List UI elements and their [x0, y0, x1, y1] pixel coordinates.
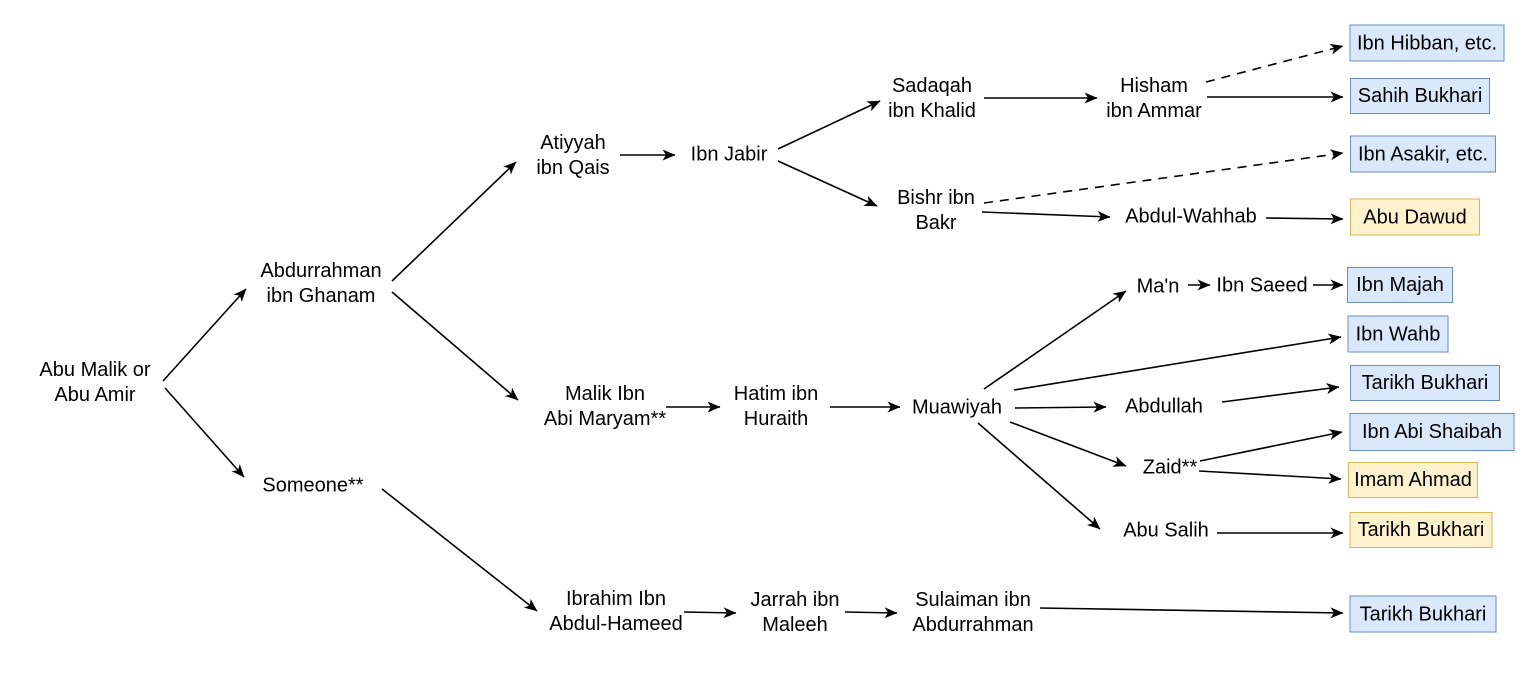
edge-someone-to-ibrahim — [381, 488, 538, 612]
node-ibn-asakir: Ibn Asakir, etc. — [1350, 135, 1496, 173]
edge-hisham-to-ibn-hibban — [1205, 43, 1344, 83]
node-zaid: Zaid** — [1142, 456, 1198, 479]
node-abdullah: Abdullah — [1125, 395, 1203, 418]
edge-ibn-jabir-to-sadaqah — [777, 100, 881, 150]
edge-muawiyah-to-man — [983, 290, 1127, 390]
edge-jarrah-to-sulaiman — [844, 607, 898, 619]
node-ibn-wahb: Ibn Wahb — [1347, 315, 1449, 353]
node-bishr: Bishr ibn Bakr — [897, 187, 975, 234]
node-hisham: Hisham ibn Ammar — [1106, 75, 1202, 122]
node-abdurrahman: Abdurrahman ibn Ghanam — [260, 260, 382, 307]
edge-zaid-to-ibn-abi-shaibah — [1199, 429, 1343, 462]
node-abu-dawud: Abu Dawud — [1350, 198, 1480, 236]
edge-abdurrahman-to-atiyyah — [391, 161, 517, 282]
node-someone: Someone** — [262, 474, 364, 497]
node-abu-malik: Abu Malik or Abu Amir — [39, 359, 151, 406]
node-man: Ma'n — [1136, 275, 1180, 298]
node-malik: Malik Ibn Abi Maryam** — [543, 383, 667, 430]
node-ibrahim: Ibrahim Ibn Abdul-Hameed — [549, 588, 683, 635]
edge-bishr-to-ibn-asakir — [983, 149, 1344, 204]
edge-muawiyah-to-abu-salih — [977, 422, 1101, 530]
node-imam-ahmad: Imam Ahmad — [1348, 462, 1478, 498]
edge-abu-malik-to-abdurrahman — [162, 288, 247, 382]
node-muawiyah: Muawiyah — [911, 396, 1003, 419]
edge-muawiyah-to-abdullah — [1014, 401, 1107, 413]
node-atiyyah: Atiyyah ibn Qais — [536, 132, 610, 179]
node-ibn-majah: Ibn Majah — [1347, 267, 1453, 303]
edge-zaid-to-imam-ahmad — [1198, 470, 1342, 484]
node-tarikh-bukhari-2: Tarikh Bukhari — [1349, 512, 1493, 548]
node-ibn-abi-shaibah: Ibn Abi Shaibah — [1349, 413, 1515, 451]
node-jarrah: Jarrah ibn Maleeh — [750, 589, 840, 636]
node-abdul-wahhab: Abdul-Wahhab — [1125, 205, 1257, 228]
edge-abdul-wahhab-to-abu-dawud — [1265, 213, 1344, 225]
node-tarikh-bukhari-1: Tarikh Bukhari — [1350, 365, 1500, 401]
node-ibn-jabir: Ibn Jabir — [690, 143, 768, 166]
node-hatim: Hatim ibn Huraith — [733, 383, 819, 430]
edge-sulaiman-to-tarikh-bukhari-3 — [1039, 607, 1344, 619]
edge-abdurrahman-to-malik — [391, 291, 519, 401]
node-sahih-bukhari: Sahih Bukhari — [1350, 78, 1490, 114]
node-abu-salih: Abu Salih — [1123, 519, 1209, 542]
node-sulaiman: Sulaiman ibn Abdurrahman — [912, 589, 1034, 636]
edge-abu-malik-to-someone — [164, 387, 245, 478]
node-sadaqah: Sadaqah ibn Khalid — [888, 75, 976, 122]
node-ibn-hibban: Ibn Hibban, etc. — [1349, 24, 1505, 62]
edge-ibrahim-to-jarrah — [683, 607, 737, 619]
node-tarikh-bukhari-3: Tarikh Bukhari — [1349, 595, 1497, 633]
edge-ibn-jabir-to-bishr — [777, 160, 878, 207]
edge-bishr-to-abdul-wahhab — [981, 211, 1111, 223]
edge-abdullah-to-tarikh-bukhari-1 — [1221, 383, 1340, 403]
edge-muawiyah-to-ibn-wahb — [1013, 333, 1342, 391]
edge-muawiyah-to-zaid — [1009, 421, 1127, 467]
node-ibn-saeed: Ibn Saeed — [1216, 274, 1308, 297]
edges-group — [162, 43, 1344, 619]
